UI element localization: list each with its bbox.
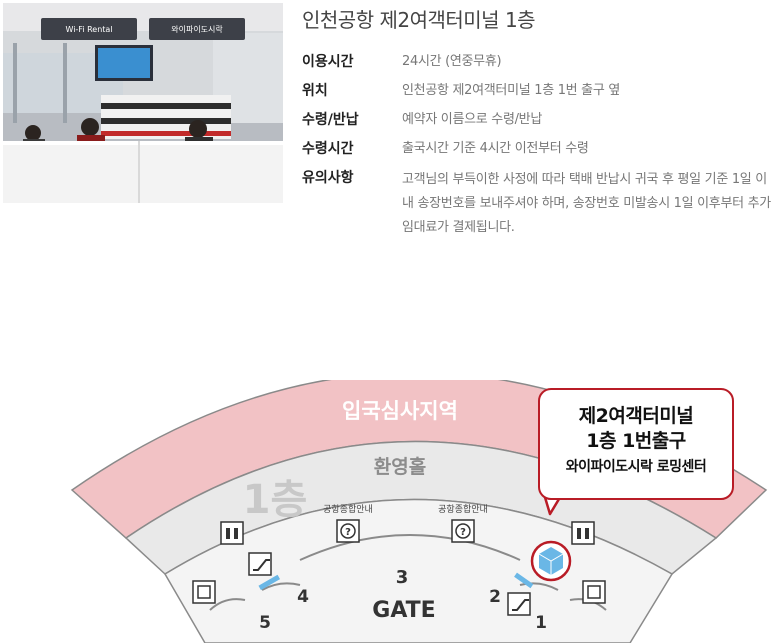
info-label: 유의사항 [302, 170, 354, 186]
info-desk-left-label: 공항종합안내 [323, 504, 373, 515]
elevator-right-icon [582, 580, 606, 604]
gate-3: 3 [396, 567, 409, 588]
info-row-pickup-time: 수령시간 출국시간 기준 4시간 이전부터 수령 [302, 139, 777, 159]
info-value: 인천공항 제2여객터미널 1층 1번 출구 옆 [402, 83, 620, 98]
info-value: 예약자 이름으로 수령/반납 [402, 112, 543, 127]
sign-wifi-dosirak: 와이파이도시락 [171, 24, 223, 34]
escalator-left-icon [248, 552, 272, 576]
info-label: 수령시간 [302, 141, 354, 157]
elevator-left-icon [192, 580, 216, 604]
escalator-right-icon [507, 592, 531, 616]
info-row-notice: 유의사항 고객님의 부득이한 사정에 따라 택배 반납시 귀국 후 평일 기준 … [302, 168, 777, 240]
info-label: 이용시간 [302, 54, 354, 70]
roaming-center-marker-icon [530, 540, 572, 582]
arrival-hall-label: 환영홀 [374, 455, 426, 478]
gate-1: 1 [535, 613, 547, 633]
restroom-right-icon [571, 521, 595, 545]
info-value: 고객님의 부득이한 사정에 따라 택배 반납시 귀국 후 평일 기준 1일 이내… [402, 172, 771, 235]
info-desk-left-icon: ? [336, 519, 360, 543]
restroom-left-icon [220, 521, 244, 545]
sign-wifi-rental: Wi-Fi Rental [65, 25, 112, 34]
page-title: 인천공항 제2여객터미널 1층 [302, 8, 536, 32]
info-value: 24시간 (연중무휴) [402, 54, 502, 69]
location-callout: 제2여객터미널 1층 1번출구 와이파이도시락 로밍센터 [538, 388, 734, 500]
svg-text:?: ? [460, 527, 466, 538]
callout-terminal: 제2여객터미널 [578, 405, 694, 427]
info-row-location: 위치 인천공항 제2여객터미널 1층 1번 출구 옆 [302, 81, 777, 101]
info-label: 수령/반납 [302, 112, 359, 128]
info-row-pickup: 수령/반납 예약자 이름으로 수령/반납 [302, 110, 777, 130]
gate-4: 4 [297, 587, 309, 607]
gate-2: 2 [489, 587, 501, 607]
svg-text:?: ? [345, 527, 351, 538]
callout-exit: 1층 1번출구 [586, 430, 686, 452]
floor-label: 1층 [243, 477, 308, 523]
gate-5: 5 [259, 613, 271, 633]
info-desk-right-icon: ? [451, 519, 475, 543]
info-value: 출국시간 기준 4시간 이전부터 수령 [402, 141, 589, 156]
info-list: 이용시간 24시간 (연중무휴) 위치 인천공항 제2여객터미널 1층 1번 출… [302, 52, 777, 249]
info-label: 위치 [302, 83, 328, 99]
info-row-hours: 이용시간 24시간 (연중무휴) [302, 52, 777, 72]
callout-center-name: 와이파이도시락 로밍센터 [565, 459, 707, 475]
info-desk-right-label: 공항종합안내 [438, 504, 488, 515]
gate-label: GATE [372, 598, 435, 623]
immigration-label: 입국심사지역 [342, 399, 458, 423]
counter-photo: Wi-Fi Rental 와이파이도시락 [3, 3, 283, 203]
